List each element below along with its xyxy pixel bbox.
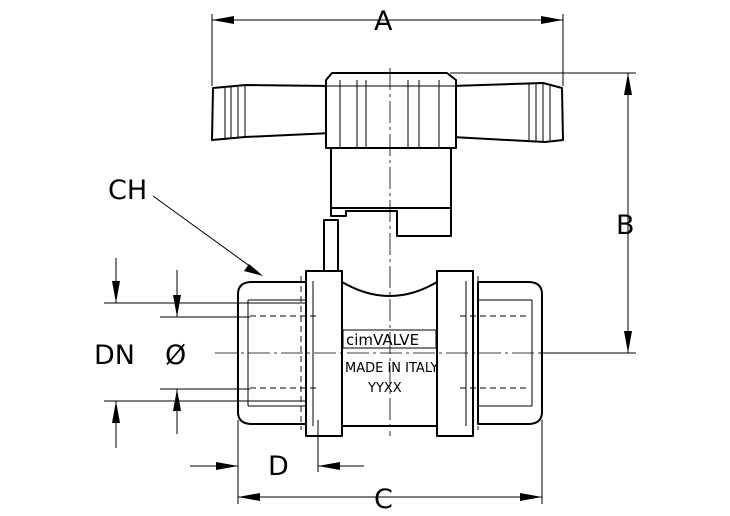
- origin-marking: MADE IN ITALY: [345, 361, 438, 376]
- label-ch: CH: [108, 175, 147, 206]
- dimension-b: B: [450, 72, 636, 354]
- dimension-label-a: A: [374, 6, 393, 37]
- dimension-dn-diameter: DN Ø: [94, 258, 306, 448]
- center-lines: [215, 68, 565, 436]
- dimension-label-b: B: [616, 210, 635, 241]
- leader-ch: CH: [108, 175, 263, 276]
- valve-stem: [323, 147, 452, 273]
- date-code-marking: YYXX: [367, 381, 402, 396]
- dimension-c: C: [237, 420, 543, 515]
- dimension-label-d: D: [268, 451, 289, 482]
- dimension-label-diameter: Ø: [165, 340, 186, 371]
- valve-body: [237, 270, 543, 437]
- body-marking: cimVALVE MADE IN ITALY YYXX: [342, 329, 438, 396]
- brand-logo-text: cimVALVE: [346, 331, 419, 349]
- dimension-a: A: [211, 6, 564, 86]
- dimension-label-dn: DN: [94, 340, 135, 371]
- dimension-d: D: [190, 420, 364, 482]
- dimension-label-c: C: [374, 484, 393, 515]
- butterfly-handle: [211, 72, 564, 155]
